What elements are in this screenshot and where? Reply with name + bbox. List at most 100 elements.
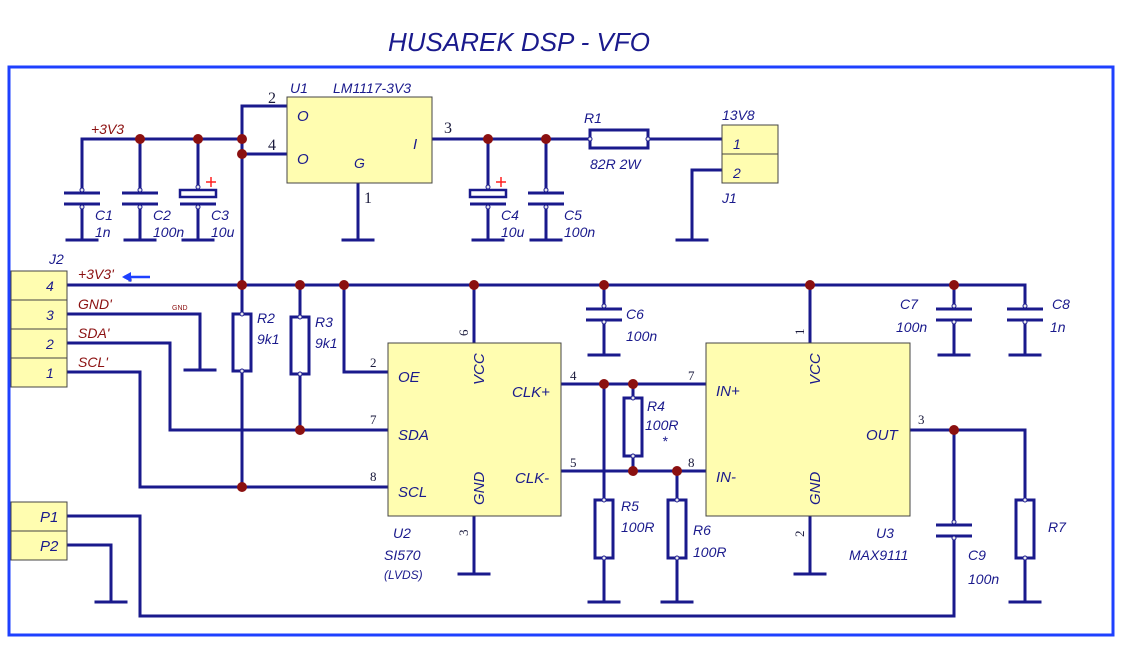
u2-pin-number-oe: 2 — [370, 355, 377, 370]
r2-value: 9k1 — [257, 331, 280, 347]
r6-ref: R6 — [693, 522, 711, 538]
u1-pin-number-3: 3 — [444, 120, 452, 137]
j1-pin-2: 2 — [732, 165, 741, 181]
u3-pin-inn: IN- — [716, 469, 736, 486]
connector-j2: J2 4 3 2 1 +3V3' GND' SDA' SCL' GND — [10, 251, 188, 388]
c2-value: 100n — [153, 224, 184, 240]
c8-value: 1n — [1050, 319, 1066, 335]
u2-ref: U2 — [393, 525, 411, 541]
u3-ref: U3 — [876, 525, 894, 541]
j2-pin-2: 2 — [45, 336, 54, 352]
u1-pin-g: G — [354, 155, 365, 171]
capacitor-c7: C7 100n — [896, 296, 972, 335]
resistor-r2: R2 9k1 — [231, 310, 280, 373]
capacitor-c5: C5 100n — [528, 191, 595, 240]
c7-ref: C7 — [900, 296, 919, 312]
junction-dot — [628, 379, 638, 389]
u1-ref: U1 — [290, 80, 308, 96]
u1-pin-o2: O — [297, 151, 309, 168]
junction-dot — [237, 280, 247, 290]
c6-value: 100n — [626, 328, 657, 344]
r4-value: 100R — [645, 417, 678, 433]
j1-pin-1: 1 — [733, 136, 741, 152]
u1-part: LM1117-3V3 — [333, 80, 411, 96]
r7-ref: R7 — [1048, 519, 1067, 535]
connector-p: P1 P2 — [10, 501, 68, 561]
u2-note: (LVDS) — [384, 568, 423, 582]
net-label-sda-prime: SDA' — [78, 325, 111, 341]
junction-dot — [237, 482, 247, 492]
junction-dot — [237, 134, 247, 144]
c7-value: 100n — [896, 319, 927, 335]
u3-pin-number-inp: 7 — [688, 368, 695, 383]
chip-u2: OE SDA SCL CLK+ CLK- VCC GND 2 7 8 6 3 4… — [370, 329, 577, 582]
capacitor-c9: C9 100n — [936, 523, 999, 587]
wires — [65, 104, 1042, 618]
p2-label: P2 — [40, 538, 59, 555]
u2-pin-number-gnd: 3 — [456, 530, 471, 537]
resistor-r3: R3 9k1 — [289, 314, 338, 376]
capacitor-c2: C2 100n — [122, 191, 184, 240]
u3-part: MAX9111 — [849, 547, 908, 563]
r1-ref: R1 — [584, 110, 602, 126]
r3-ref: R3 — [315, 314, 333, 330]
c3-value: 10u — [211, 224, 235, 240]
r5-value: 100R — [621, 519, 654, 535]
u3-pin-out: OUT — [866, 427, 900, 444]
u2-pin-number-scl: 8 — [370, 469, 377, 484]
junction-dot — [469, 280, 479, 290]
c4-ref: C4 — [501, 207, 519, 223]
r1-value: 82R 2W — [590, 156, 642, 172]
junction-dot — [135, 134, 145, 144]
r4-ref: R4 — [647, 398, 665, 414]
pin-markers — [79, 136, 1028, 561]
resistor-r1: R1 82R 2W — [584, 110, 650, 172]
u1-pin-number-4: 4 — [268, 137, 276, 154]
arrow-left-icon — [122, 272, 150, 282]
gnd-tag: GND — [172, 305, 188, 312]
u3-pin-gnd: GND — [807, 472, 824, 506]
u2-pin-clkn: CLK- — [515, 470, 549, 487]
c4-value: 10u — [501, 224, 525, 240]
p1-label: P1 — [40, 509, 58, 526]
capacitor-c4: C4 10u — [468, 177, 525, 240]
u1-pin-number-2: 2 — [268, 90, 276, 107]
junction-dot — [949, 280, 959, 290]
junction-dot — [805, 280, 815, 290]
r2-ref: R2 — [257, 310, 275, 326]
r4-note: * — [662, 433, 668, 449]
u2-pin-number-clkp: 4 — [570, 368, 577, 383]
c6-ref: C6 — [626, 306, 644, 322]
capacitor-c6: C6 100n — [586, 306, 657, 344]
c5-value: 100n — [564, 224, 595, 240]
u3-pin-number-inn: 8 — [688, 455, 695, 470]
junction-dot — [672, 466, 682, 476]
c8-ref: C8 — [1052, 296, 1070, 312]
j2-ref: J2 — [48, 251, 64, 267]
c9-ref: C9 — [968, 547, 986, 563]
junction-dot — [599, 280, 609, 290]
c1-value: 1n — [95, 224, 111, 240]
junction-dot — [339, 280, 349, 290]
frame-border — [7, 65, 1115, 637]
junction-dot — [483, 134, 493, 144]
u2-pin-oe: OE — [398, 369, 421, 386]
net-label-scl-prime: SCL' — [78, 354, 109, 370]
capacitor-c1: C1 1n — [64, 191, 113, 240]
junction-dot — [295, 280, 305, 290]
resistor-r4: R4 100R * — [622, 396, 678, 458]
j2-pin-4: 4 — [46, 278, 54, 294]
u3-pin-inp: IN+ — [716, 383, 740, 400]
u2-pin-number-clkn: 5 — [570, 455, 577, 470]
capacitor-c3: C3 10u — [178, 177, 235, 240]
c1-ref: C1 — [95, 207, 113, 223]
r6-value: 100R — [693, 544, 726, 560]
u3-pin-vcc: VCC — [807, 353, 824, 385]
r3-value: 9k1 — [315, 335, 338, 351]
net-label-gnd-prime: GND' — [78, 296, 113, 312]
j1-ref: J1 — [721, 190, 737, 206]
regulator-u1: U1 LM1117-3V3 O O I G 2 4 3 1 — [268, 80, 452, 207]
u1-pin-number-1: 1 — [364, 190, 372, 207]
c9-value: 100n — [968, 571, 999, 587]
u2-pin-gnd: GND — [471, 472, 488, 506]
